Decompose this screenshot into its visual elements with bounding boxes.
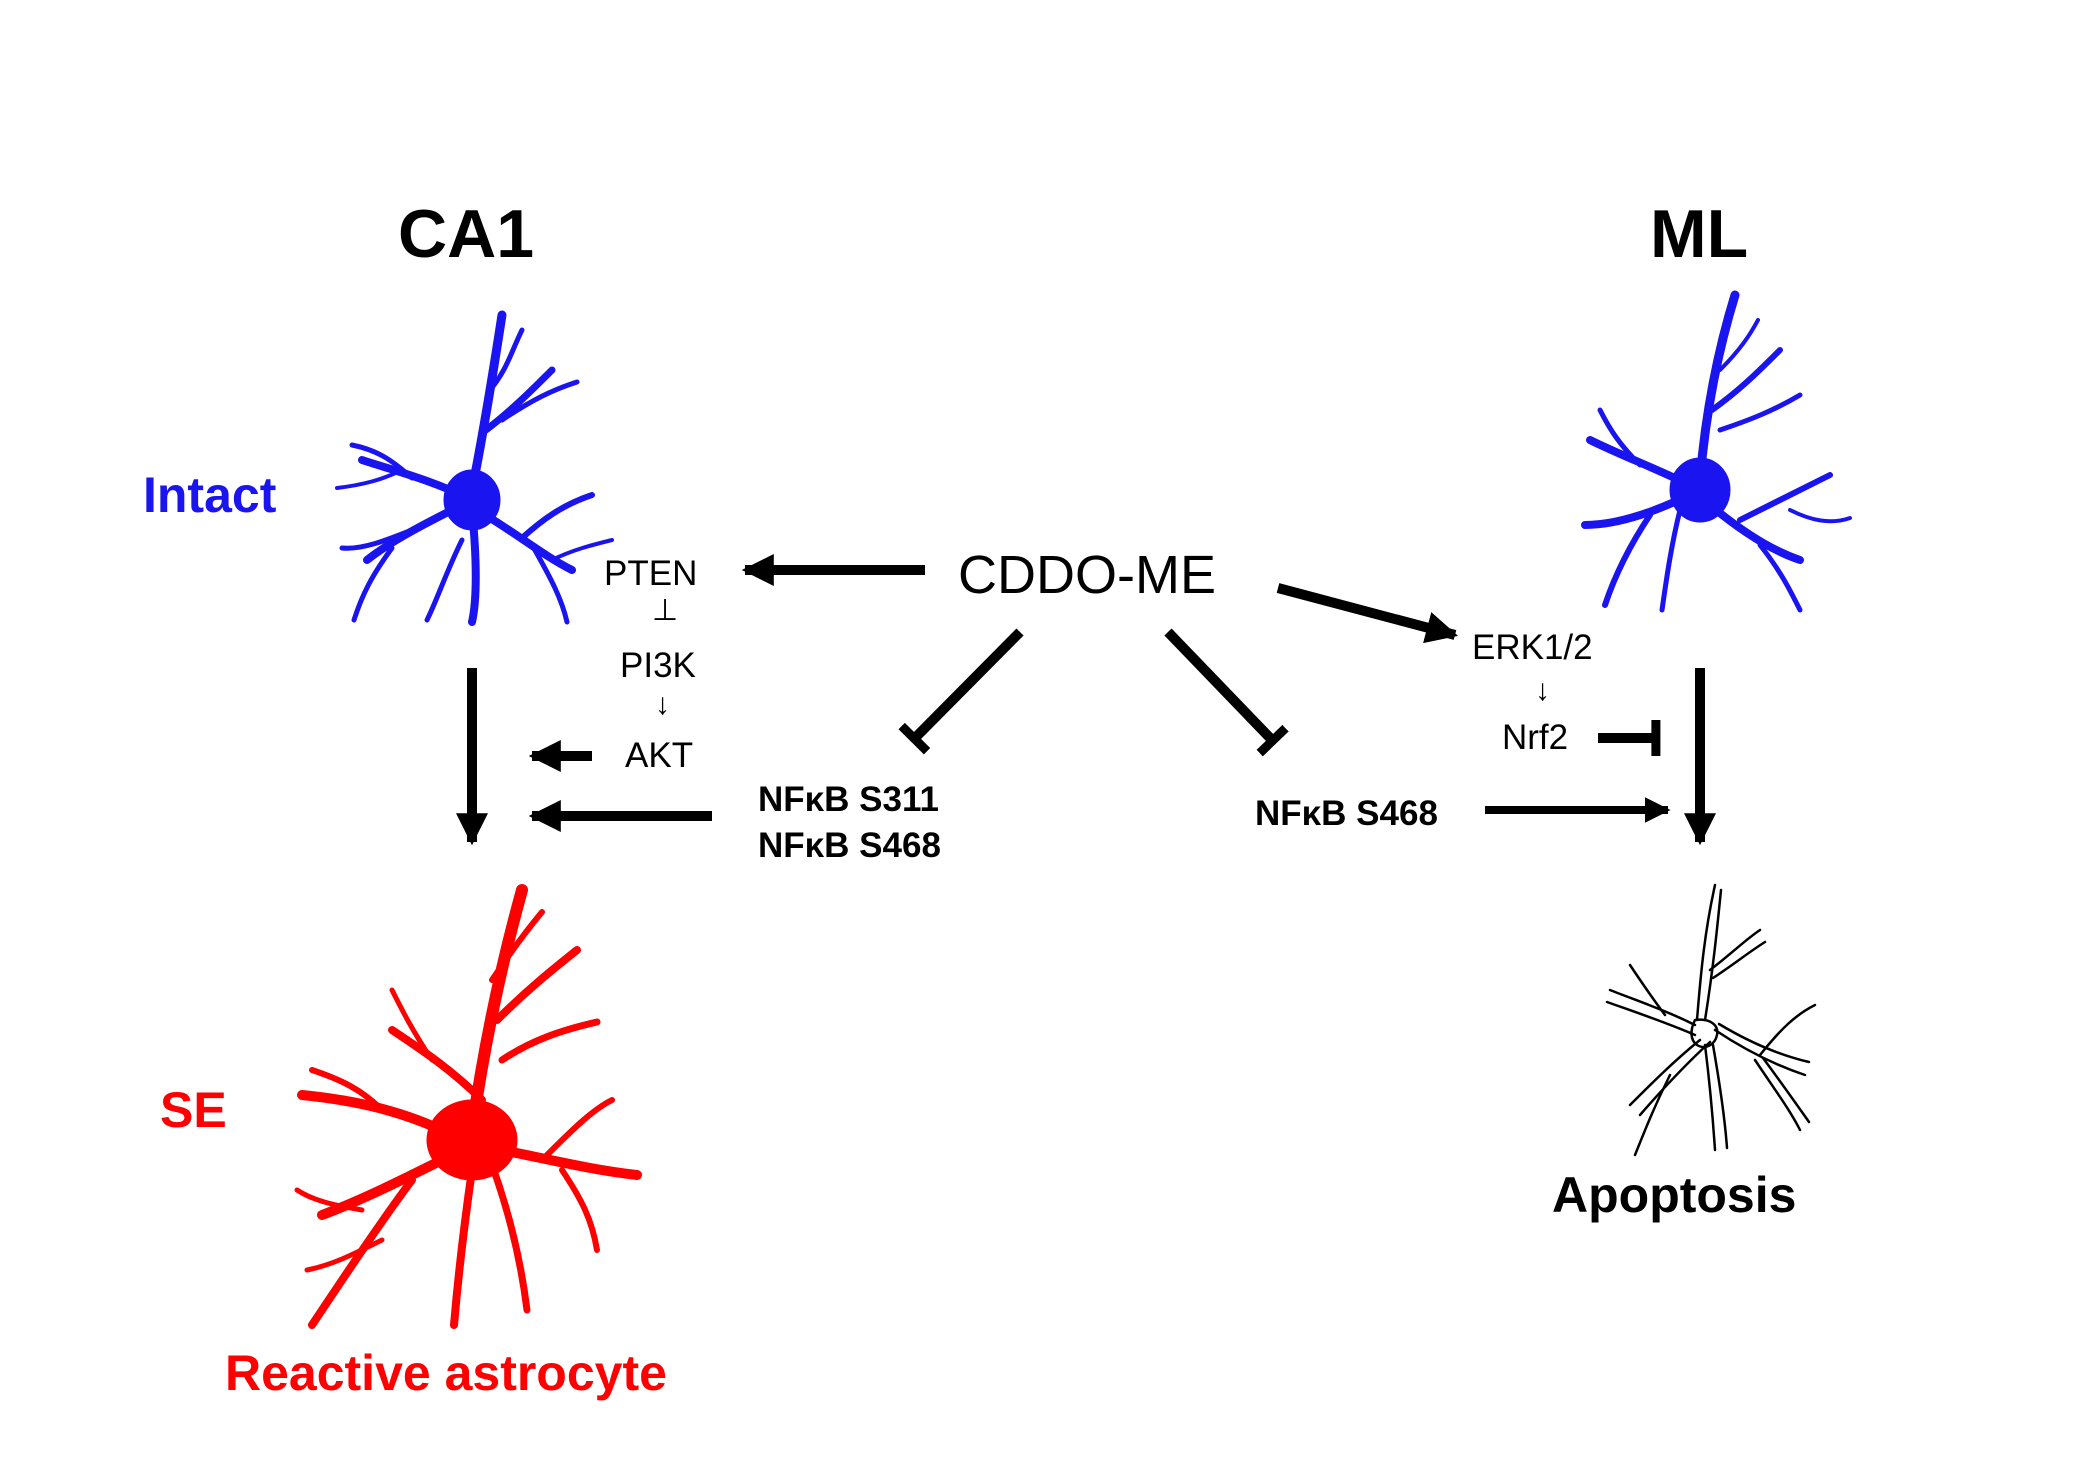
inhibition-symbol: ⊥ <box>652 594 679 627</box>
outcome-label-reactive-astrocyte: Reactive astrocyte <box>225 1345 667 1401</box>
molecule-label-akt: AKT <box>625 736 694 775</box>
molecule-label-nfkb-s311: NFκB S311 <box>758 780 939 819</box>
down-arrow-icon: ↓ <box>1535 674 1550 707</box>
down-arrow-icon: ↓ <box>655 688 670 721</box>
molecule-label-nrf2: Nrf2 <box>1502 718 1569 757</box>
apoptotic-astrocyte-outline-icon <box>1605 883 1817 1157</box>
compound-label-cddo-me: CDDO-ME <box>958 545 1216 605</box>
arrow-cddo-to-erk <box>1276 583 1459 644</box>
condition-label-intact: Intact <box>143 467 277 523</box>
molecule-label-pten: PTEN <box>604 554 698 593</box>
molecule-label-nfkb-s468-left: NFκB S468 <box>758 826 941 865</box>
inhibit-cddo-to-nfkb-left <box>898 628 1024 755</box>
inhibit-cddo-to-nfkb-right <box>1164 628 1289 757</box>
astrocyte-icon <box>1581 290 1852 613</box>
region-label-ca1: CA1 <box>398 196 535 272</box>
molecule-label-nfkb-s468-right: NFκB S468 <box>1255 794 1438 833</box>
molecule-label-pi3k: PI3K <box>620 646 696 685</box>
region-label-ml: ML <box>1650 196 1749 272</box>
outcome-label-apoptosis: Apoptosis <box>1552 1167 1797 1223</box>
astrocyte-icon <box>335 310 614 626</box>
reactive-astrocyte-icon <box>294 884 642 1329</box>
condition-label-se: SE <box>160 1082 227 1138</box>
molecule-label-erk: ERK1/2 <box>1472 628 1593 667</box>
